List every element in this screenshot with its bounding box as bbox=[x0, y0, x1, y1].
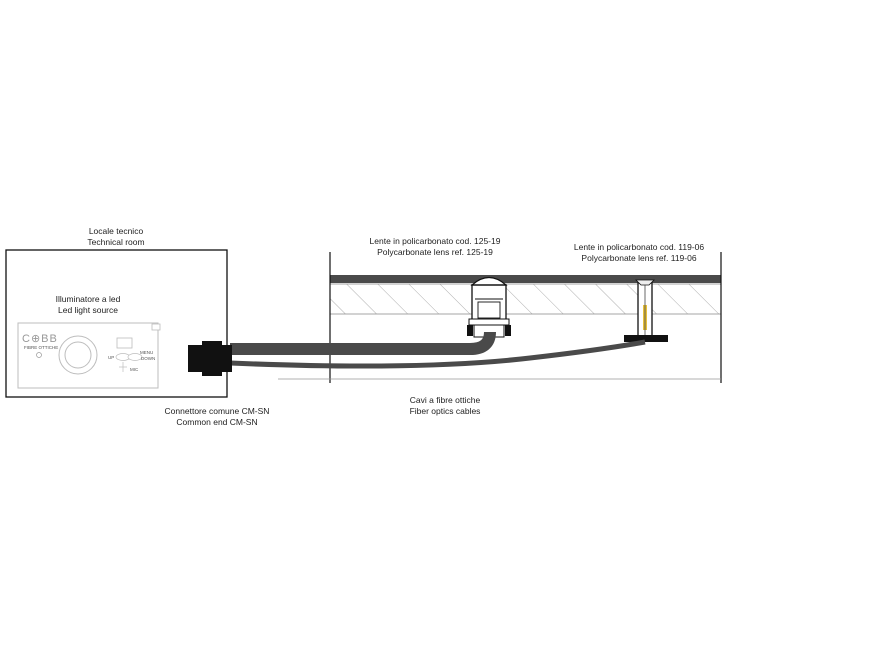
led-source-label-it: Illuminatore a led bbox=[55, 294, 121, 304]
device-button-menu: MENU bbox=[140, 350, 154, 355]
technical-room-label: Locale tecnico Technical room bbox=[66, 226, 166, 248]
fiber-cable-lower bbox=[229, 339, 646, 369]
device-button-mic: MIC bbox=[130, 367, 139, 372]
connector-label-en: Common end CM-SN bbox=[176, 417, 258, 427]
connector-label: Connettore comune CM-SN Common end CM-SN bbox=[147, 406, 287, 428]
led-light-source-device bbox=[17, 322, 161, 389]
cables-label-it: Cavi a fibre ottiche bbox=[409, 395, 481, 405]
led-source-label-en: Led light source bbox=[57, 305, 118, 315]
device-button-up: UP bbox=[108, 355, 115, 360]
ceiling-slab bbox=[278, 252, 722, 383]
cables-label: Cavi a fibre ottiche Fiber optics cables bbox=[375, 395, 515, 417]
fiber-optic-cables bbox=[188, 331, 646, 376]
device-button-down: DOWN bbox=[141, 356, 156, 361]
connector-label-it: Connettore comune CM-SN bbox=[164, 406, 270, 416]
lens-119-06-label: Lente in policarbonato cod. 119-06 Polyc… bbox=[554, 242, 724, 264]
led-source-label: Illuminatore a led Led light source bbox=[38, 294, 138, 316]
device-brand-sub: FIBRE OTTICHE bbox=[24, 345, 59, 350]
lens-119-06-label-it: Lente in policarbonato cod. 119-06 bbox=[573, 242, 705, 252]
technical-room-label-it: Locale tecnico bbox=[88, 226, 144, 236]
technical-room-label-en: Technical room bbox=[87, 237, 145, 247]
device-brand-logo: C⊕BB bbox=[22, 333, 58, 345]
lens-125-19-label-it: Lente in policarbonato cod. 125-19 bbox=[369, 236, 501, 246]
cables-label-en: Fiber optics cables bbox=[409, 406, 481, 416]
lens-125-19-fixture bbox=[467, 276, 511, 338]
fiber-cable-upper bbox=[230, 331, 496, 355]
sun-icon bbox=[36, 352, 42, 358]
lens-125-19-label: Lente in policarbonato cod. 125-19 Polyc… bbox=[350, 236, 520, 258]
lens-119-06-label-en: Polycarbonate lens ref. 119-06 bbox=[581, 253, 697, 263]
lens-125-19-label-en: Polycarbonate lens ref. 125-19 bbox=[377, 247, 493, 257]
lens-119-06-fixture bbox=[624, 279, 668, 342]
